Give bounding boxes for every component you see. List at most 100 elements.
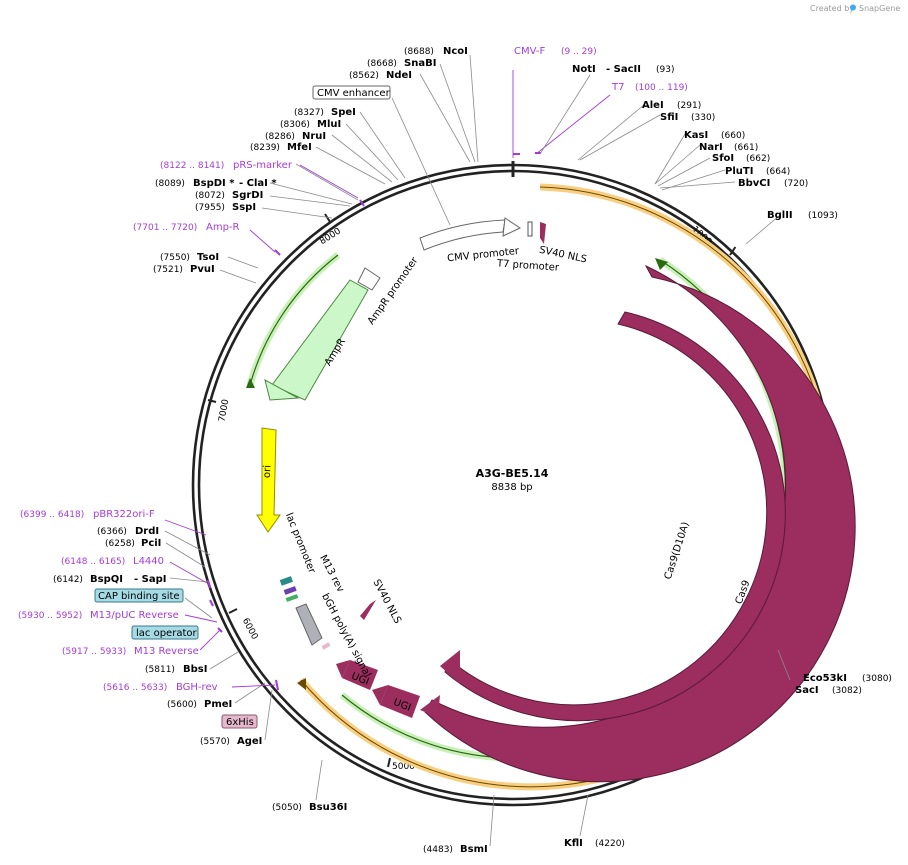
svg-text:(8122 .. 8141): (8122 .. 8141) [160, 161, 224, 171]
m13-rev-box[interactable] [283, 586, 297, 595]
svg-text:(662): (662) [746, 154, 770, 164]
site-bsu36i[interactable]: Bsu36I [309, 802, 347, 813]
ampr-promoter-arrow[interactable] [357, 267, 381, 291]
plasmid-name: A3G-BE5.14 [476, 467, 549, 480]
primer-amp-r[interactable]: Amp-R [206, 222, 240, 233]
svg-text:(6399 .. 6418): (6399 .. 6418) [20, 510, 84, 520]
site-pluti[interactable]: PluTI [725, 166, 753, 177]
site-mlui[interactable]: MluI [317, 119, 341, 130]
cmv-enhancer-box[interactable] [312, 85, 391, 100]
ugi-1[interactable] [342, 660, 378, 690]
brand-prefix: Created by [810, 4, 854, 13]
lac-operator-box[interactable] [131, 625, 199, 640]
features-top: CMV promoter T7 promoter SV40 NLS AmpR A… [256, 217, 588, 679]
site-drdi[interactable]: DrdI [135, 526, 159, 537]
sv40-nls-bottom[interactable] [360, 600, 376, 620]
cas9-d10a-arc[interactable] [444, 311, 786, 722]
site-clai[interactable]: - ClaI * [239, 178, 277, 189]
site-mfei[interactable]: MfeI [287, 142, 312, 153]
sv40-nls-bottom-label: SV40 NLS [370, 578, 402, 626]
svg-text:(8286): (8286) [265, 132, 295, 142]
cas9-d10a-label: Cas9(D10A) [663, 521, 692, 581]
primer-m13-reverse[interactable]: M13 Reverse [134, 646, 199, 657]
svg-text:(5600): (5600) [167, 700, 197, 710]
site-sacii[interactable]: - SacII [606, 64, 641, 75]
site-alei[interactable]: AleI [642, 100, 664, 111]
site-sspi[interactable]: SspI [232, 202, 256, 213]
site-sgrdi[interactable]: SgrDI [232, 190, 263, 201]
svg-text:(7550): (7550) [160, 253, 190, 263]
site-ndei[interactable]: NdeI [386, 70, 412, 81]
primer-t7[interactable]: T7 [611, 82, 624, 93]
svg-text:(664): (664) [766, 167, 790, 177]
site-tsoi[interactable]: TsoI [197, 252, 219, 263]
site-bglii[interactable]: BglII [767, 210, 793, 221]
site-noti[interactable]: NotI [572, 64, 596, 75]
svg-text:(8072): (8072) [195, 191, 225, 201]
site-pcii[interactable]: PciI [141, 538, 161, 549]
svg-text:(7701 .. 7720): (7701 .. 7720) [133, 223, 197, 233]
site-spei[interactable]: SpeI [331, 107, 356, 118]
svg-text:(8089): (8089) [155, 179, 185, 189]
site-eco53ki[interactable]: Eco53kI [803, 673, 847, 684]
t7-promoter-box[interactable] [527, 221, 533, 237]
sites-upper-left: (8688) NcoI (8668) SnaBI (8562) NdeI CMV… [133, 46, 468, 275]
svg-text:(5811): (5811) [145, 665, 175, 675]
svg-text:(6148 .. 6165): (6148 .. 6165) [61, 557, 125, 567]
ampr-arrow[interactable] [271, 279, 369, 401]
svg-text:(8668): (8668) [367, 59, 397, 69]
t7-promoter-label: T7 promoter [496, 258, 561, 273]
primer-pbr322ori-f[interactable]: pBR322ori-F [93, 509, 155, 520]
svg-text:(100 .. 119): (100 .. 119) [635, 83, 688, 93]
cap-binding-site-box[interactable] [94, 588, 184, 603]
site-sfii[interactable]: SfiI [660, 112, 678, 123]
primer-m13-puc-reverse[interactable]: M13/pUC Reverse [90, 610, 179, 621]
site-nrui[interactable]: NruI [302, 131, 326, 142]
snapgene-logo-icon [850, 4, 856, 11]
site-agei[interactable]: AgeI [237, 736, 262, 747]
tick-7000: 7000 [218, 398, 232, 423]
ori-arrow[interactable] [256, 427, 281, 533]
svg-text:(8327): (8327) [294, 108, 324, 118]
site-ncoi[interactable]: NcoI [443, 46, 468, 57]
brand: Created by SnapGene [810, 4, 900, 13]
site-bspqi[interactable]: BspQI [90, 574, 123, 585]
6xhis-label-box[interactable] [221, 714, 258, 729]
tick-6000: 6000 [240, 617, 260, 642]
site-nari[interactable]: NarI [699, 142, 723, 153]
bgh-polya-box[interactable] [295, 603, 323, 646]
primer-bgh-rev[interactable]: BGH-rev [176, 682, 218, 693]
sites-lower-left: (6399 .. 6418) pBR322ori-F (6366) DrdI (… [18, 509, 262, 747]
site-bspdi[interactable]: BspDI * [193, 178, 235, 189]
svg-text:(93): (93) [656, 65, 674, 75]
svg-text:(3082): (3082) [832, 686, 862, 696]
site-kasi[interactable]: KasI [684, 130, 708, 141]
site-bbsi[interactable]: BbsI [183, 664, 207, 675]
cas9-arc[interactable] [424, 264, 856, 783]
site-bsmi[interactable]: BsmI [460, 844, 488, 855]
site-sfoi[interactable]: SfoI [712, 153, 734, 164]
site-pvui[interactable]: PvuI [190, 264, 215, 275]
plasmid-length: 8838 bp [491, 482, 532, 493]
sv40-nls-top[interactable] [540, 222, 546, 244]
sites-bottom: (5050) Bsu36I (4483) BsmI KflI (4220) [272, 802, 625, 855]
site-kfli[interactable]: KflI [564, 838, 583, 849]
primer-cmv-f[interactable]: CMV-F [514, 46, 545, 57]
cmv-promoter-arrow[interactable] [419, 219, 506, 251]
site-snabi[interactable]: SnaBI [404, 58, 436, 69]
svg-text:(291): (291) [677, 101, 701, 111]
map-title: A3G-BE5.14 8838 bp [476, 467, 549, 493]
site-bbvci[interactable]: BbvCI [738, 178, 770, 189]
site-sapi[interactable]: - SapI [134, 574, 166, 585]
ugi-2[interactable] [380, 685, 420, 718]
cas9-features: Cas9(D10A) Cas9 UGI UGI [336, 264, 856, 783]
lac-operator-label: lac operator [136, 628, 197, 639]
lac-promoter-box[interactable] [279, 576, 294, 586]
site-pmei[interactable]: PmeI [204, 699, 232, 710]
ori-label: ori [262, 465, 273, 478]
6xhis-box[interactable] [321, 642, 331, 650]
primer-l4440[interactable]: L4440 [133, 556, 164, 567]
site-saci[interactable]: SacI [795, 685, 819, 696]
primer-prs-marker[interactable]: pRS-marker [233, 160, 293, 171]
